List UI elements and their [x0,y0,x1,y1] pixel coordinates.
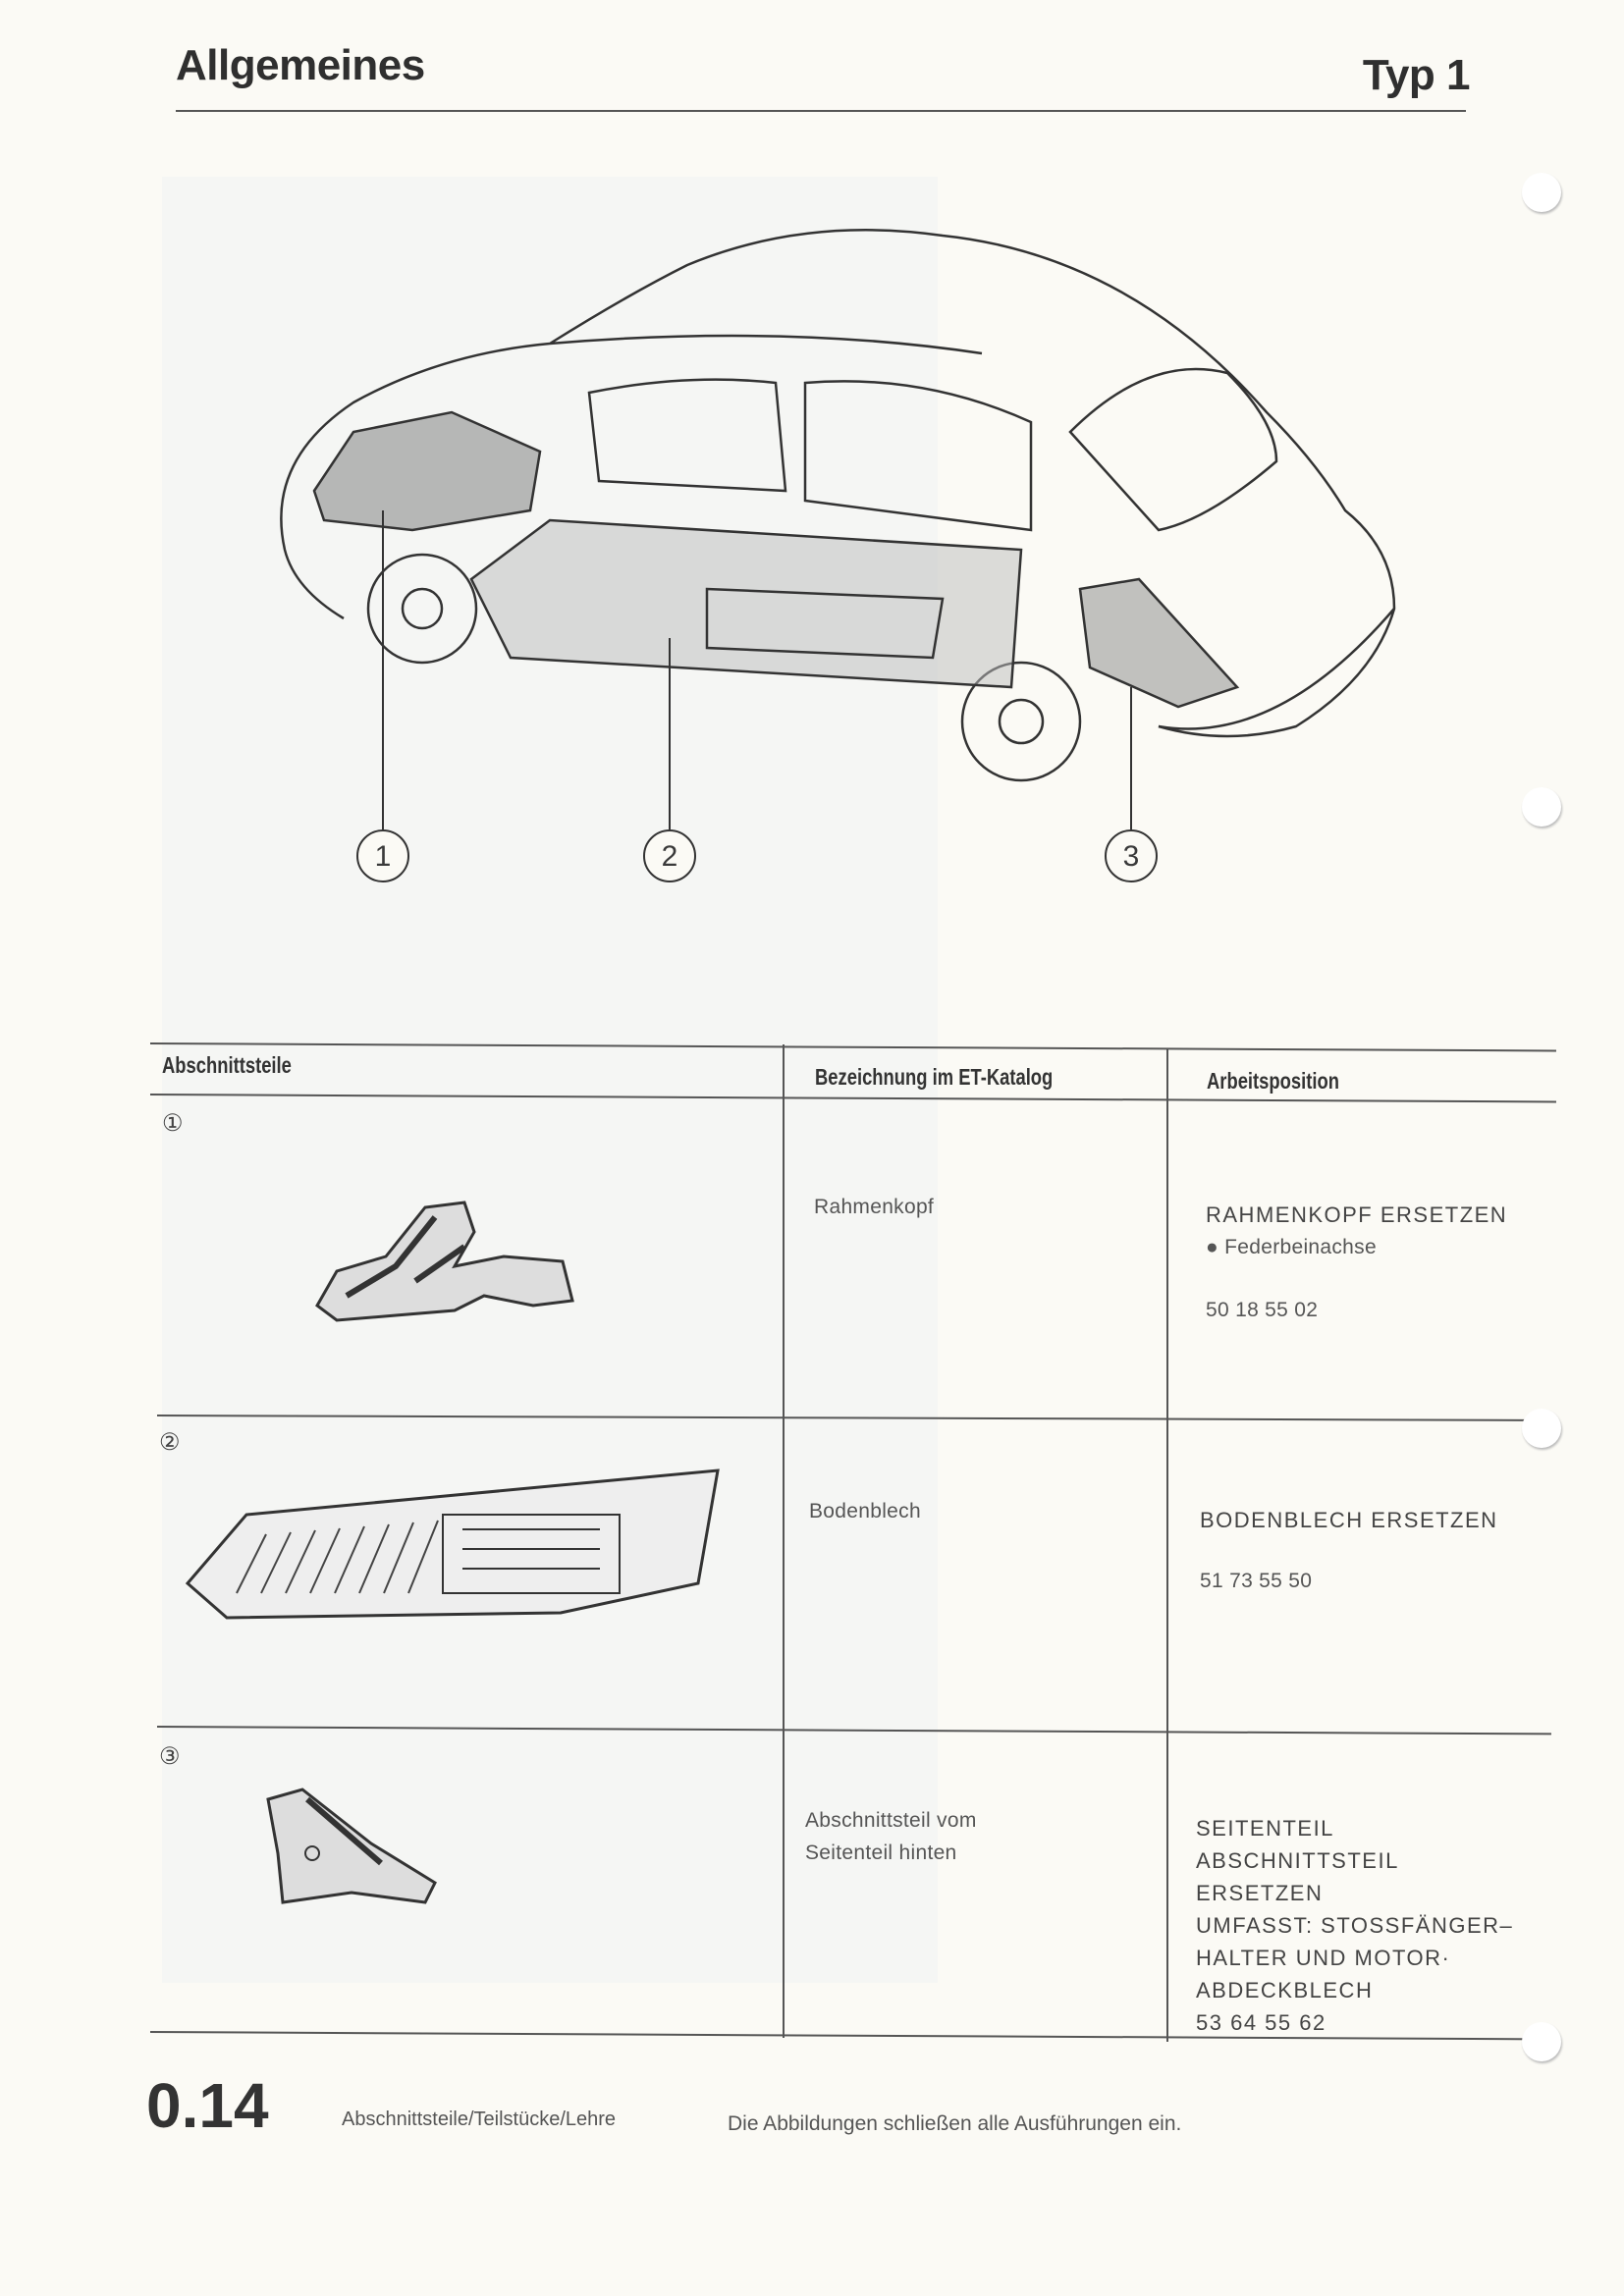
punch-hole [1522,787,1561,827]
row-number: ② [159,1429,181,1456]
work-line: SEITENTEIL [1196,1816,1334,1841]
callout-1-label: 1 [374,840,392,873]
car-body-outline [280,229,1396,738]
work-note: ● Federbeinachse [1206,1236,1377,1259]
header-abschnittsteile: Abschnittsteile [162,1052,292,1078]
punch-hole [1522,173,1561,212]
rear-wheel-icon [960,661,1082,782]
work-line: HALTER UND MOTOR· [1196,1946,1451,1970]
work-line: ERSETZEN [1196,1881,1324,1905]
window-front [587,378,787,493]
work-position-text: RAHMENKOPF ERSETZEN [1206,1202,1508,1227]
row-number: ① [162,1110,184,1137]
header-bezeichnung: Bezeichnung im ET-Katalog [815,1064,1054,1090]
designation-text: Seitenteil hinten [805,1842,957,1864]
column-divider [1166,1048,1168,2042]
row-number: ③ [159,1743,181,1770]
callout-2 [643,829,696,882]
callout-3 [1105,829,1158,882]
work-code: 53 64 55 62 [1196,2010,1326,2035]
note-text: Federbeinachse [1224,1236,1377,1258]
frame-head-part-image [315,1201,574,1322]
designation-text: Rahmenkopf [814,1196,935,1218]
header-rule [176,110,1466,112]
bullet-icon: ● [1206,1236,1225,1258]
window-rear [803,380,1033,532]
footer-subject: Abschnittsteile/Teilstücke/Lehre [342,2109,617,2130]
designation-text: Abschnittsteil vom [805,1809,977,1832]
callout-3-label: 3 [1122,840,1140,873]
callout-2-label: 2 [661,840,678,873]
car-cutaway-illustration [280,229,1396,882]
type-label: Typ 1 [1362,51,1471,99]
page-number: 0.14 [146,2070,269,2141]
scan-background-tint [162,177,938,1983]
frame-head [312,410,542,532]
footer-note: Die Abbildungen schließen alle Ausführun… [728,2112,1182,2135]
work-line: ABSCHNITTSTEIL [1196,1848,1399,1873]
work-code: 51 73 55 50 [1200,1570,1313,1592]
work-line: ABDECKBLECH [1196,1978,1374,2002]
punch-hole [1522,2022,1561,2061]
rear-side-panel [1078,577,1240,709]
front-wheel-icon [366,553,478,665]
work-code: 50 18 55 02 [1206,1299,1319,1321]
designation-text: Bodenblech [809,1500,921,1522]
section-title: Allgemeines [176,41,425,89]
work-position-block: SEITENTEIL ABSCHNITTSTEIL ERSETZEN UMFAS… [1196,1812,1513,2039]
column-divider [783,1044,785,2038]
work-line: UMFASST: STOSSFÄNGER– [1196,1913,1514,1938]
rear-side-panel-part-image [266,1788,437,1904]
work-position-text: BODENBLECH ERSETZEN [1200,1508,1498,1532]
callout-1 [356,829,409,882]
header-arbeitsposition: Arbeitsposition [1207,1068,1339,1094]
punch-hole [1522,1409,1561,1448]
floor-pan [469,518,1023,689]
rear-window [1068,367,1278,532]
floor-pan-part-image [185,1468,720,1620]
